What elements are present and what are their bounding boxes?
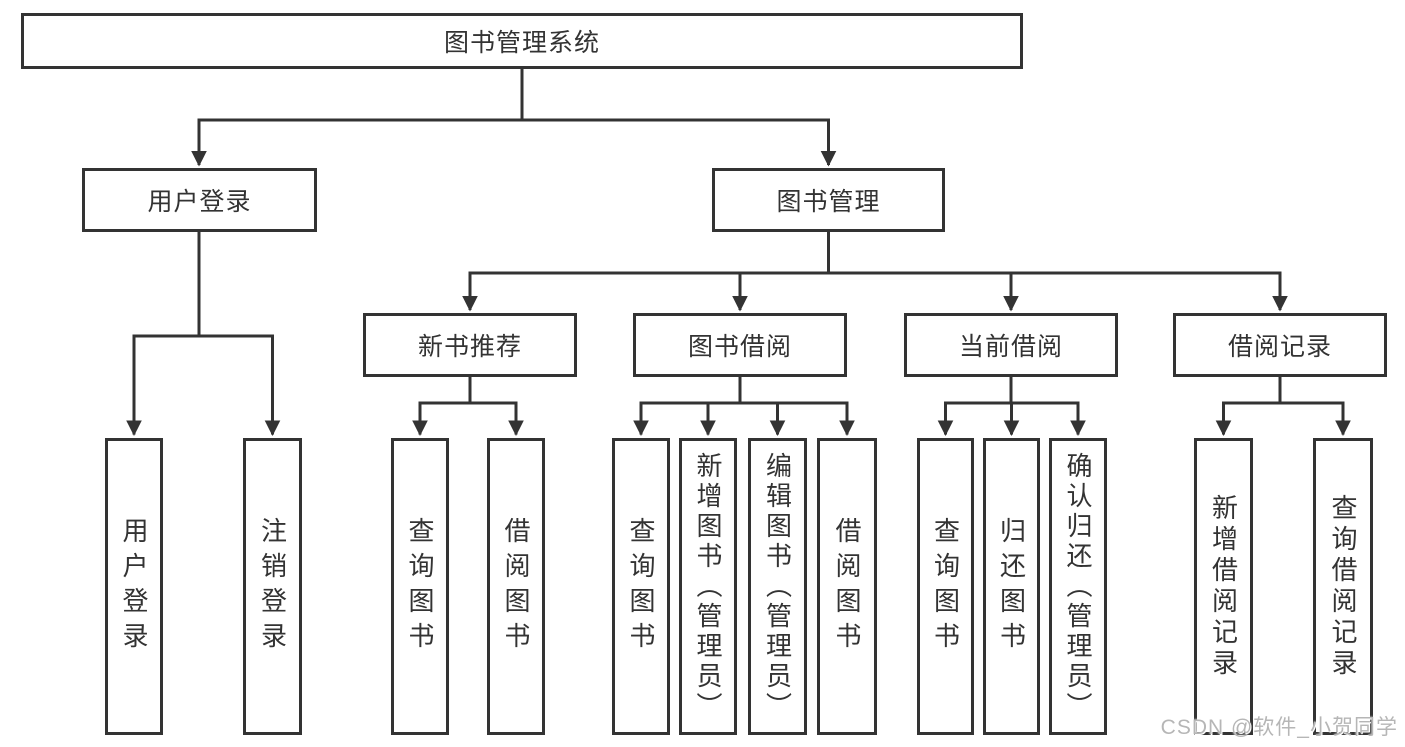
leaf-return-books-label: 归还图书 (996, 516, 1027, 657)
leaf-query-borrow-record: 查询借阅记录 (1313, 438, 1373, 735)
leaf-query-books-2-label: 查询图书 (626, 516, 656, 657)
leaf-edit-books-admin-label: 编辑图书（管理员） (762, 451, 793, 722)
leaf-borrow-books-2-label: 借阅图书 (832, 516, 862, 657)
node-book-management: 图书管理 (712, 168, 945, 232)
leaf-query-books-1-label: 查询图书 (405, 516, 435, 657)
leaf-edit-books-admin: 编辑图书（管理员） (748, 438, 807, 735)
leaf-confirm-return-admin: 确认归还（管理员） (1049, 438, 1107, 735)
leaf-borrow-books-1-label: 借阅图书 (501, 516, 531, 657)
leaf-user-login-label: 用户登录 (119, 516, 149, 657)
leaf-add-books-admin-label: 新增图书（管理员） (693, 451, 723, 722)
node-new-book-recommend: 新书推荐 (363, 313, 577, 377)
leaf-borrow-books-1: 借阅图书 (487, 438, 545, 735)
leaf-query-books-1: 查询图书 (391, 438, 449, 735)
leaf-query-books-2: 查询图书 (612, 438, 670, 735)
node-user-login: 用户登录 (82, 168, 317, 232)
leaf-confirm-return-admin-label: 确认归还（管理员） (1063, 451, 1093, 722)
leaf-logout: 注销登录 (243, 438, 302, 735)
leaf-query-books-3-label: 查询图书 (930, 516, 961, 657)
leaf-query-books-3: 查询图书 (917, 438, 974, 735)
node-borrowing-records: 借阅记录 (1173, 313, 1387, 377)
leaf-borrow-books-2: 借阅图书 (817, 438, 877, 735)
leaf-add-borrow-record-label: 新增借阅记录 (1208, 493, 1239, 680)
leaf-add-borrow-record: 新增借阅记录 (1194, 438, 1253, 735)
leaf-logout-label: 注销登录 (257, 516, 288, 657)
leaf-query-borrow-record-label: 查询借阅记录 (1328, 493, 1358, 680)
leaf-return-books: 归还图书 (983, 438, 1040, 735)
watermark: CSDN @软件_小贺同学 (1160, 716, 1398, 739)
node-book-borrowing: 图书借阅 (633, 313, 847, 377)
leaf-user-login: 用户登录 (105, 438, 163, 735)
node-current-borrowing: 当前借阅 (904, 313, 1118, 377)
leaf-add-books-admin: 新增图书（管理员） (679, 438, 737, 735)
node-root-system: 图书管理系统 (21, 13, 1023, 69)
